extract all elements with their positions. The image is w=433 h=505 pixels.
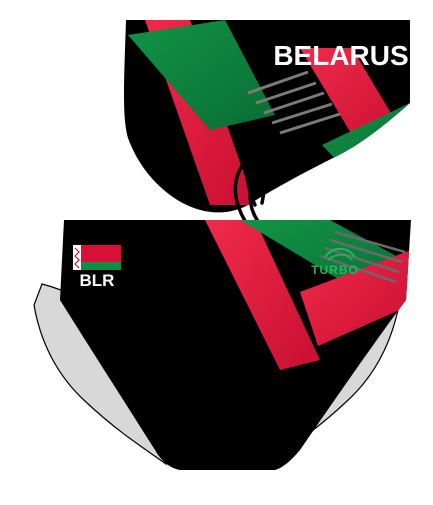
back-country-text: BELARUS [273,40,408,71]
belarus-flag-icon [73,245,121,270]
front-view: BLR TURBO [33,220,411,470]
brand-logo-text: TURBO [311,263,359,277]
front-pattern [205,220,411,370]
front-body [60,220,411,470]
back-view: BELARUS [124,20,410,213]
turbo-logo-icon [324,247,356,261]
front-country-code: BLR [80,271,115,290]
